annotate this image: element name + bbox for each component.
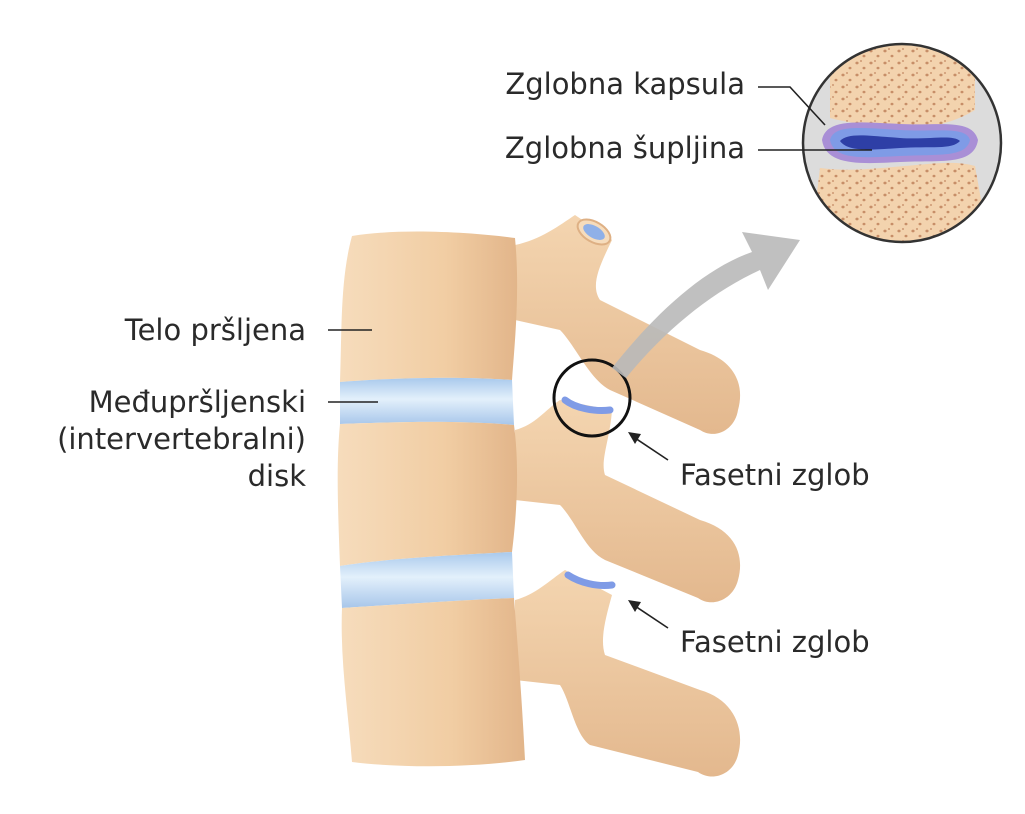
intervertebral-disc-top	[340, 377, 514, 425]
facet-joint-lower	[564, 571, 616, 589]
vertebral-body-middle	[337, 421, 518, 566]
process-top	[515, 215, 741, 434]
facet-joint-upper	[561, 396, 614, 414]
leader-facet-upper	[631, 435, 669, 461]
arrowhead-facet-lower	[628, 600, 641, 612]
label-disc-line3: disk	[247, 459, 306, 493]
label-disc-line1: Međupršljenski	[88, 385, 306, 419]
joint-inset	[801, 42, 1003, 244]
leader-facet-lower	[631, 603, 669, 629]
zoom-arrow	[612, 232, 800, 378]
label-joint-cavity: Zglobna šupljina	[504, 131, 745, 165]
label-facet-joint-upper: Fasetni zglob	[680, 458, 870, 492]
process-lower	[515, 570, 741, 777]
leader-lines	[328, 86, 872, 629]
intervertebral-disc-bottom	[340, 552, 514, 608]
label-joint-capsule: Zglobna kapsula	[505, 67, 745, 101]
label-disc-line2: (intervertebralni)	[57, 422, 306, 456]
processes	[515, 215, 741, 777]
joint-cavity	[840, 135, 960, 150]
process-middle	[515, 400, 741, 603]
leader-joint-capsule	[758, 86, 826, 126]
arrowhead-facet-upper	[628, 432, 641, 444]
vertebral-body-top	[340, 231, 518, 382]
label-vertebral-body: Telo pršljena	[124, 313, 306, 347]
facet-highlight-circle	[552, 358, 632, 438]
label-facet-joint-lower: Fasetni zglob	[680, 625, 870, 659]
vertebral-body-bottom	[341, 598, 525, 767]
vertebral-column	[337, 231, 525, 767]
